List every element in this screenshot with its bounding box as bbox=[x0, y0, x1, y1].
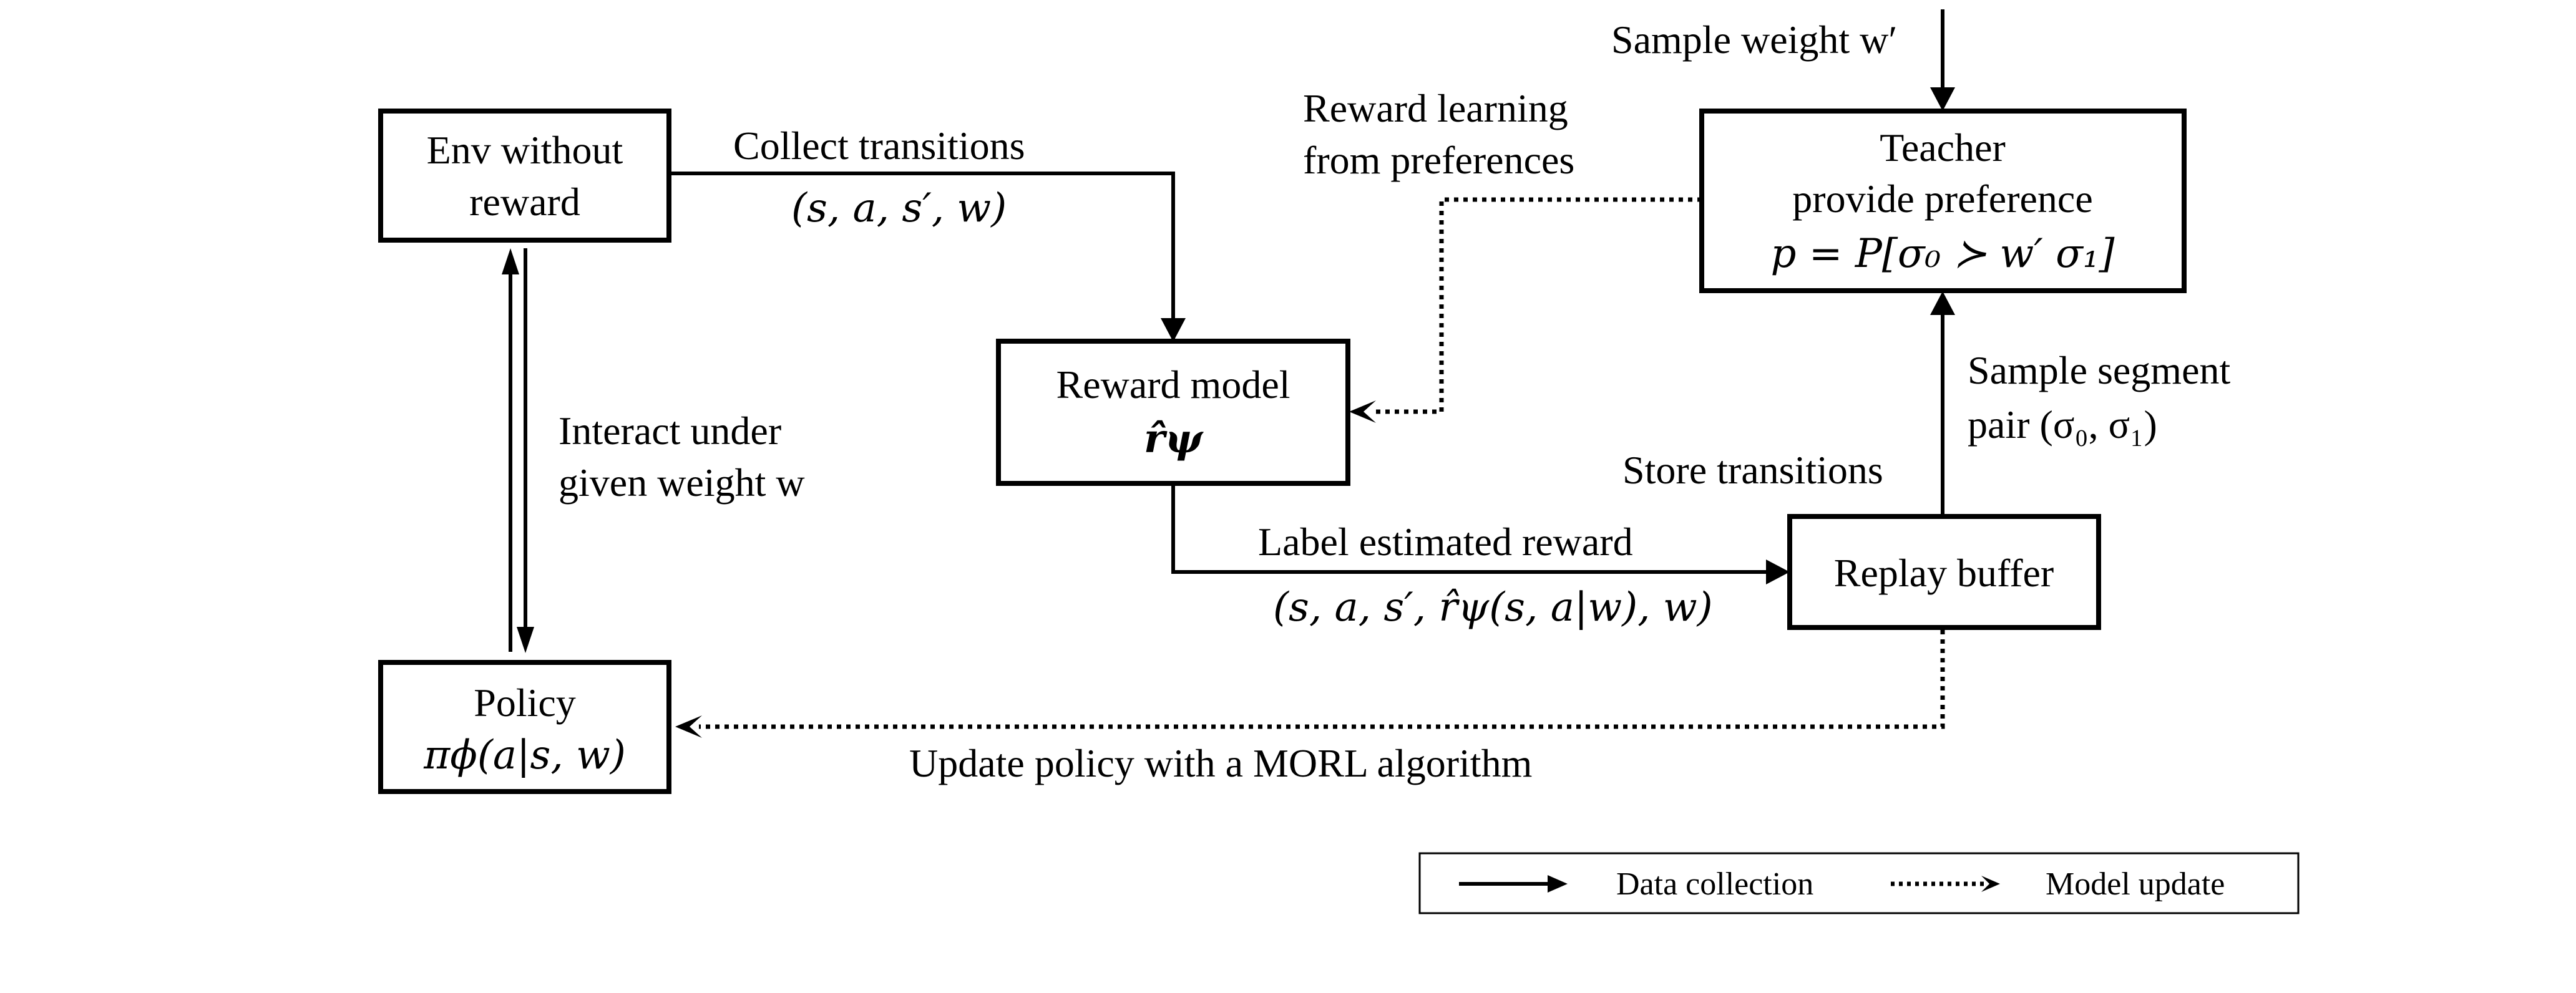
sample-segment-line2: pair (σ₀, σ₁) bbox=[1968, 402, 2157, 447]
collect-transitions-formula: (s, a, s′, w) bbox=[791, 185, 1007, 231]
legend-solid-label: Data collection bbox=[1616, 866, 1813, 902]
update-policy-arrowhead bbox=[675, 715, 702, 738]
interact-label-line2: given weight w bbox=[559, 460, 805, 505]
interact-down-arrowhead bbox=[517, 627, 534, 653]
sample-weight-arrowhead bbox=[1930, 87, 1955, 111]
policy-label: Policy bbox=[474, 681, 576, 725]
policy-formula: πϕ(a|s, w) bbox=[423, 732, 626, 778]
policy-node: Policy πϕ(a|s, w) bbox=[378, 660, 671, 794]
reward-learning-line1: Reward learning bbox=[1303, 86, 1568, 130]
teacher-preference-formula: p = P[σ₀ ≻ w′ σ₁] bbox=[1771, 231, 2115, 277]
env-node: Env without reward bbox=[378, 109, 671, 243]
reward-model-node: Reward model r̂ψ bbox=[996, 339, 1350, 486]
sample-segment-line1: Sample segment bbox=[1968, 348, 2230, 392]
update-policy-label: Update policy with a MORL algorithm bbox=[909, 741, 1532, 785]
store-transitions-label: Store transitions bbox=[1622, 448, 1883, 492]
env-label-line1: Env without bbox=[427, 128, 623, 172]
legend: Data collection Model update bbox=[1418, 852, 2300, 914]
reward-model-formula: r̂ψ bbox=[1144, 415, 1204, 462]
legend-dotted-arrowhead bbox=[1981, 876, 2000, 892]
interact-label-line1: Interact under bbox=[559, 409, 781, 453]
sample-weight-label: Sample weight w′ bbox=[1611, 17, 1897, 62]
legend-dotted-label: Model update bbox=[2046, 866, 2225, 902]
env-label-line2: reward bbox=[469, 180, 580, 224]
collect-transitions-arrowhead bbox=[1161, 318, 1186, 342]
interact-up-arrowhead bbox=[502, 248, 519, 274]
label-reward-formula: (s, a, s′, r̂ψ(s, a|w), w) bbox=[1273, 584, 1713, 631]
label-reward-arrowhead bbox=[1766, 559, 1790, 584]
teacher-label-line1: Teacher bbox=[1880, 125, 2006, 170]
replay-buffer-label: Replay buffer bbox=[1834, 551, 2054, 595]
teacher-label-line2: provide preference bbox=[1792, 177, 2092, 221]
reward-learning-line2: from preferences bbox=[1303, 138, 1574, 182]
label-reward-label: Label estimated reward bbox=[1258, 520, 1633, 564]
label-reward-arrow bbox=[1171, 485, 1766, 574]
collect-transitions-arrow bbox=[668, 172, 1175, 340]
reward-learning-arrowhead bbox=[1349, 400, 1376, 423]
legend-solid-arrowhead bbox=[1548, 875, 1568, 893]
reward-model-label: Reward model bbox=[1056, 362, 1290, 407]
reward-learning-arrow bbox=[1373, 197, 1702, 414]
sample-segment-arrowhead bbox=[1930, 291, 1955, 315]
collect-transitions-label: Collect transitions bbox=[733, 124, 1025, 168]
update-policy-arrow bbox=[699, 630, 1945, 729]
teacher-node: Teacher provide preference p = P[σ₀ ≻ w′… bbox=[1699, 109, 2187, 293]
replay-buffer-node: Replay buffer bbox=[1787, 514, 2101, 630]
